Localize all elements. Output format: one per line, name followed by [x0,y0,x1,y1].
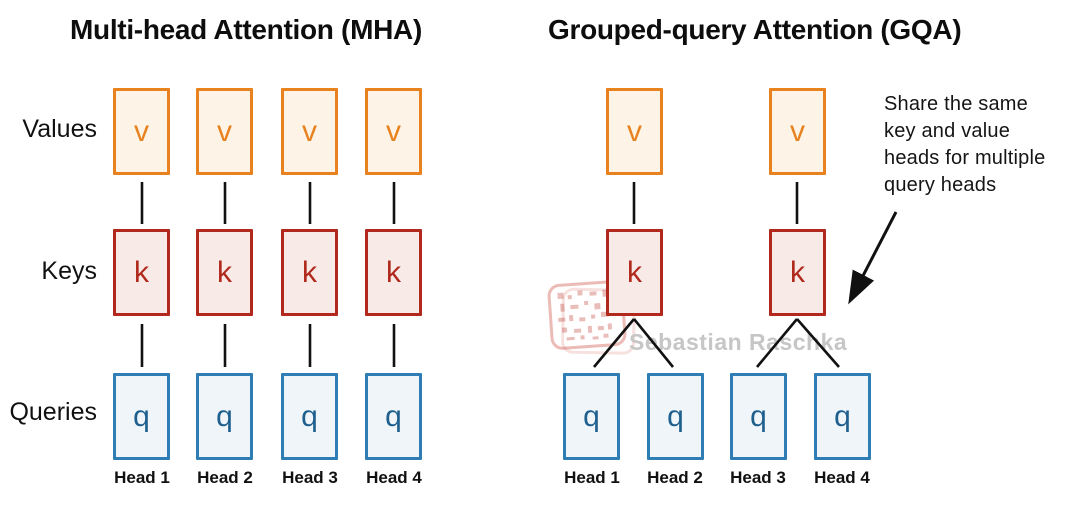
query-letter: q [301,399,318,433]
annotation-arrow [848,211,898,305]
key-box: k [113,229,170,316]
watermark-stamp-icon [546,279,637,355]
value-box: v [365,88,422,175]
value-letter: v [627,114,642,148]
key-letter: k [386,255,401,289]
value-letter: v [217,114,232,148]
key-letter: k [134,255,149,289]
annotation-line: key and value [884,120,1011,142]
gqa-head-label: Head 4 [814,468,870,487]
mha-title: Multi-head Attention (MHA) [70,14,422,45]
mha-head-label: Head 1 [114,468,170,487]
query-box: q [563,373,620,460]
value-letter: v [386,114,401,148]
value-letter: v [790,114,805,148]
value-letter: v [134,114,149,148]
query-letter: q [133,399,150,433]
annotation-line: heads for multiple [884,147,1046,169]
key-box: k [606,229,663,316]
query-box: q [814,373,871,460]
value-box: v [606,88,663,175]
query-box: q [647,373,704,460]
query-letter: q [750,399,767,433]
queries-row-label: Queries [9,398,97,426]
keys-row-label: Keys [41,257,97,285]
key-box: k [769,229,826,316]
values-row-label: Values [22,115,97,143]
value-box: v [113,88,170,175]
query-box: q [196,373,253,460]
query-box: q [730,373,787,460]
query-letter: q [583,399,600,433]
mha-head-label: Head 2 [197,468,253,487]
gqa-head-label: Head 3 [730,468,786,487]
value-letter: v [302,114,317,148]
value-box: v [196,88,253,175]
key-letter: k [627,255,642,289]
gqa-head-label: Head 2 [647,468,703,487]
key-box: k [365,229,422,316]
key-box: k [196,229,253,316]
query-letter: q [667,399,684,433]
value-box: v [281,88,338,175]
query-letter: q [834,399,851,433]
key-box: k [281,229,338,316]
query-box: q [113,373,170,460]
key-letter: k [302,255,317,289]
annotation-line: Share the same [884,93,1028,115]
annotation-note: Share the same key and value heads for m… [884,91,1045,199]
gqa-head-label: Head 1 [564,468,620,487]
gqa-title: Grouped-query Attention (GQA) [548,14,962,45]
annotation-line: query heads [884,174,997,196]
stamp-pattern-icon [557,289,613,341]
query-letter: q [385,399,402,433]
mha-head-label: Head 3 [282,468,338,487]
query-box: q [365,373,422,460]
query-box: q [281,373,338,460]
key-letter: k [790,255,805,289]
query-letter: q [216,399,233,433]
key-letter: k [217,255,232,289]
mha-head-label: Head 4 [366,468,422,487]
value-box: v [769,88,826,175]
